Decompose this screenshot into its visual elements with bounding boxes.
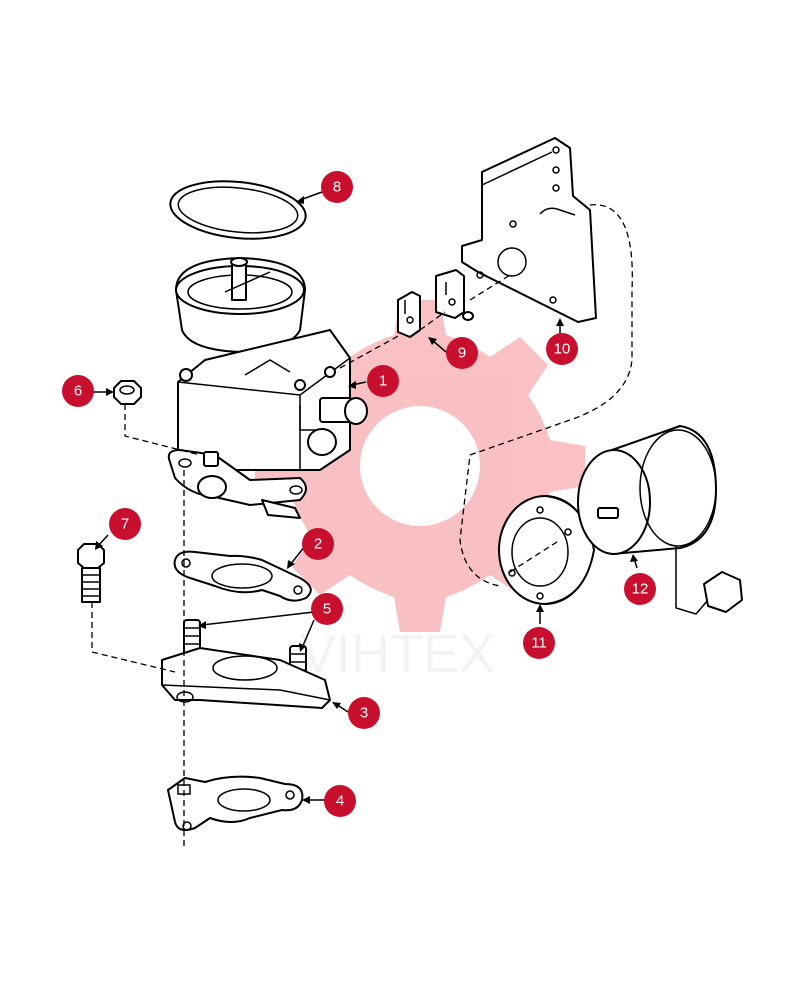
part-6-nut: [113, 380, 142, 405]
callout-12: 12: [624, 573, 656, 605]
svg-text:4: 4: [336, 793, 344, 810]
svg-text:12: 12: [632, 581, 649, 598]
svg-text:7: 7: [121, 516, 129, 533]
callout-3: 3: [348, 697, 380, 729]
callout-9: 9: [446, 337, 478, 369]
svg-text:5: 5: [323, 601, 331, 618]
svg-text:10: 10: [554, 341, 571, 358]
callout-8: 8: [321, 171, 353, 203]
svg-text:11: 11: [531, 635, 547, 652]
svg-text:8: 8: [333, 179, 341, 196]
part-8-o-ring: [169, 180, 307, 240]
svg-text:9: 9: [458, 345, 466, 362]
part-7-bolt: [77, 543, 105, 603]
leader-lines: [92, 191, 638, 804]
callout-11: 11: [523, 627, 555, 659]
svg-text:3: 3: [360, 705, 368, 722]
callout-6: 6: [62, 375, 94, 407]
callout-7: 7: [109, 508, 141, 540]
part-3-spacer: [161, 647, 331, 709]
callout-1: 1: [367, 365, 399, 397]
callout-2: 2: [302, 528, 334, 560]
callout-4: 4: [324, 785, 356, 817]
watermark-text: VIHTEX: [300, 624, 495, 684]
svg-text:1: 1: [379, 373, 387, 390]
part-2-gasket: [173, 550, 312, 602]
part-1-carburetor: [167, 257, 368, 519]
part-12-motor: [577, 425, 743, 615]
part-10-mounting-plate: [461, 137, 597, 323]
svg-text:6: 6: [74, 383, 82, 400]
callout-10: 10: [546, 333, 578, 365]
svg-text:2: 2: [314, 536, 322, 553]
alignment-lines: [91, 204, 633, 846]
callout-5: 5: [311, 593, 343, 625]
part-4-gasket: [167, 775, 304, 831]
